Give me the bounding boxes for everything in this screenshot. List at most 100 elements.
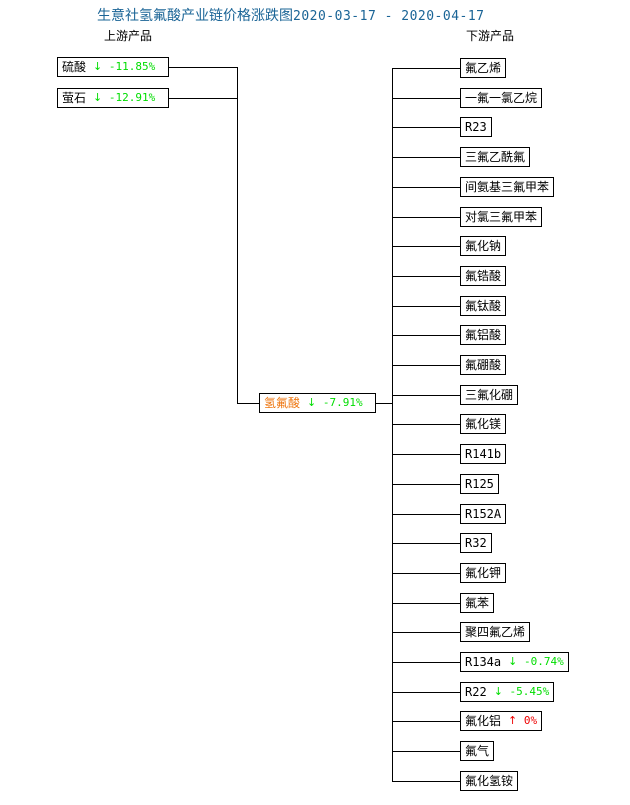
arrow-up-icon: ↑	[508, 714, 518, 727]
node-downstream-0[interactable]: 氟乙烯	[460, 58, 507, 78]
connector-downstream-2	[392, 127, 460, 128]
connector-downstream-14	[392, 484, 460, 485]
connector-upstream-0	[169, 67, 237, 68]
connector-center-right	[376, 403, 392, 404]
node-downstream-6[interactable]: 氟化钠	[460, 236, 507, 256]
node-downstream-22[interactable]: 氟化铝 ↑ 0%	[460, 711, 543, 731]
node-downstream-18[interactable]: 氟苯	[460, 593, 495, 613]
node-change-value: ↓ -7.91%	[307, 396, 363, 409]
title-text: 生意社氢氟酸产业链价格涨跌图	[97, 8, 293, 24]
node-upstream-0[interactable]: 硫酸 ↓ -11.85%	[57, 57, 169, 77]
trunk-upstream	[237, 67, 238, 403]
connector-downstream-7	[392, 276, 460, 277]
connector-downstream-9	[392, 335, 460, 336]
node-label: R141b	[465, 446, 502, 461]
connector-downstream-19	[392, 632, 460, 633]
connector-downstream-16	[392, 543, 460, 544]
connector-upstream-1	[169, 98, 237, 99]
node-label: 氟化铝	[465, 713, 502, 728]
connector-downstream-18	[392, 603, 460, 604]
node-center-hydrofluoric-acid[interactable]: 氢氟酸 ↓ -7.91%	[259, 393, 376, 413]
node-label: 萤石	[62, 90, 87, 105]
connector-downstream-8	[392, 306, 460, 307]
downstream-column-heading: 下游产品	[466, 29, 515, 43]
page-title: 生意社氢氟酸产业链价格涨跌图2020-03-17 - 2020-04-17	[97, 7, 485, 26]
node-downstream-16[interactable]: R32	[460, 533, 492, 553]
connector-downstream-5	[392, 217, 460, 218]
node-label: R125	[465, 476, 494, 491]
node-downstream-13[interactable]: R141b	[460, 444, 507, 464]
node-change-value: ↓ -11.85%	[93, 60, 156, 73]
connector-downstream-20	[392, 662, 460, 663]
arrow-down-icon: ↓	[493, 685, 503, 698]
node-change-value: ↑ 0%	[508, 714, 538, 727]
connector-downstream-24	[392, 781, 460, 782]
node-downstream-23[interactable]: 氟气	[460, 741, 495, 761]
connector-downstream-12	[392, 424, 460, 425]
node-change-value: ↓ -0.74%	[508, 655, 564, 668]
connector-downstream-22	[392, 721, 460, 722]
connector-downstream-1	[392, 98, 460, 99]
node-downstream-4[interactable]: 间氨基三氟甲苯	[460, 177, 555, 197]
connector-downstream-21	[392, 692, 460, 693]
node-label: 氟苯	[465, 595, 490, 610]
node-downstream-10[interactable]: 氟硼酸	[460, 355, 507, 375]
node-downstream-5[interactable]: 对氯三氟甲苯	[460, 207, 543, 227]
node-downstream-1[interactable]: 一氟一氯乙烷	[460, 88, 543, 108]
node-label: R22	[465, 684, 487, 699]
arrow-down-icon: ↓	[508, 655, 518, 668]
node-downstream-24[interactable]: 氟化氢铵	[460, 771, 519, 791]
node-downstream-2[interactable]: R23	[460, 117, 492, 137]
connector-downstream-4	[392, 187, 460, 188]
node-label: 间氨基三氟甲苯	[465, 179, 550, 194]
node-downstream-15[interactable]: R152A	[460, 504, 507, 524]
connector-downstream-10	[392, 365, 460, 366]
node-label: 氟硼酸	[465, 357, 502, 372]
node-label: 氟乙烯	[465, 60, 502, 75]
node-downstream-7[interactable]: 氟锆酸	[460, 266, 507, 286]
node-label: 氢氟酸	[264, 395, 301, 410]
node-label: 氟钛酸	[465, 298, 502, 313]
title-date-range: 2020-03-17 - 2020-04-17	[293, 9, 485, 24]
arrow-down-icon: ↓	[307, 396, 317, 409]
arrow-down-icon: ↓	[93, 91, 103, 104]
node-downstream-17[interactable]: 氟化钾	[460, 563, 507, 583]
node-label: R152A	[465, 506, 502, 521]
arrow-down-icon: ↓	[93, 60, 103, 73]
node-change-value: ↓ -5.45%	[493, 685, 550, 698]
connector-downstream-11	[392, 395, 460, 396]
node-upstream-1[interactable]: 萤石 ↓ -12.91%	[57, 88, 169, 108]
node-downstream-11[interactable]: 三氟化硼	[460, 385, 519, 405]
upstream-column-heading: 上游产品	[104, 29, 153, 43]
connector-downstream-0	[392, 68, 460, 69]
node-label: 氟化镁	[465, 416, 502, 431]
node-label: 三氟乙酰氟	[465, 149, 526, 164]
node-label: 氟化钾	[465, 565, 502, 580]
node-downstream-3[interactable]: 三氟乙酰氟	[460, 147, 531, 167]
node-label: 氟锆酸	[465, 268, 502, 283]
node-downstream-14[interactable]: R125	[460, 474, 499, 494]
node-label: 硫酸	[62, 59, 87, 74]
node-label: 氟化钠	[465, 238, 502, 253]
node-change-value: ↓ -12.91%	[93, 91, 156, 104]
node-downstream-12[interactable]: 氟化镁	[460, 414, 507, 434]
node-downstream-20[interactable]: R134a↓ -0.74%	[460, 652, 569, 672]
connector-downstream-3	[392, 157, 460, 158]
node-label: 三氟化硼	[465, 387, 514, 402]
connector-downstream-6	[392, 246, 460, 247]
node-label: 对氯三氟甲苯	[465, 209, 538, 224]
connector-downstream-17	[392, 573, 460, 574]
node-downstream-9[interactable]: 氟铝酸	[460, 325, 507, 345]
node-label: 氟铝酸	[465, 327, 502, 342]
trunk-downstream	[392, 68, 393, 781]
node-downstream-8[interactable]: 氟钛酸	[460, 296, 507, 316]
connector-downstream-15	[392, 514, 460, 515]
connector-downstream-13	[392, 454, 460, 455]
node-label: R23	[465, 119, 487, 134]
connector-center-left	[237, 403, 259, 404]
node-downstream-21[interactable]: R22 ↓ -5.45%	[460, 682, 555, 702]
node-label: 一氟一氯乙烷	[465, 90, 538, 105]
connector-downstream-23	[392, 751, 460, 752]
node-downstream-19[interactable]: 聚四氟乙烯	[460, 622, 531, 642]
